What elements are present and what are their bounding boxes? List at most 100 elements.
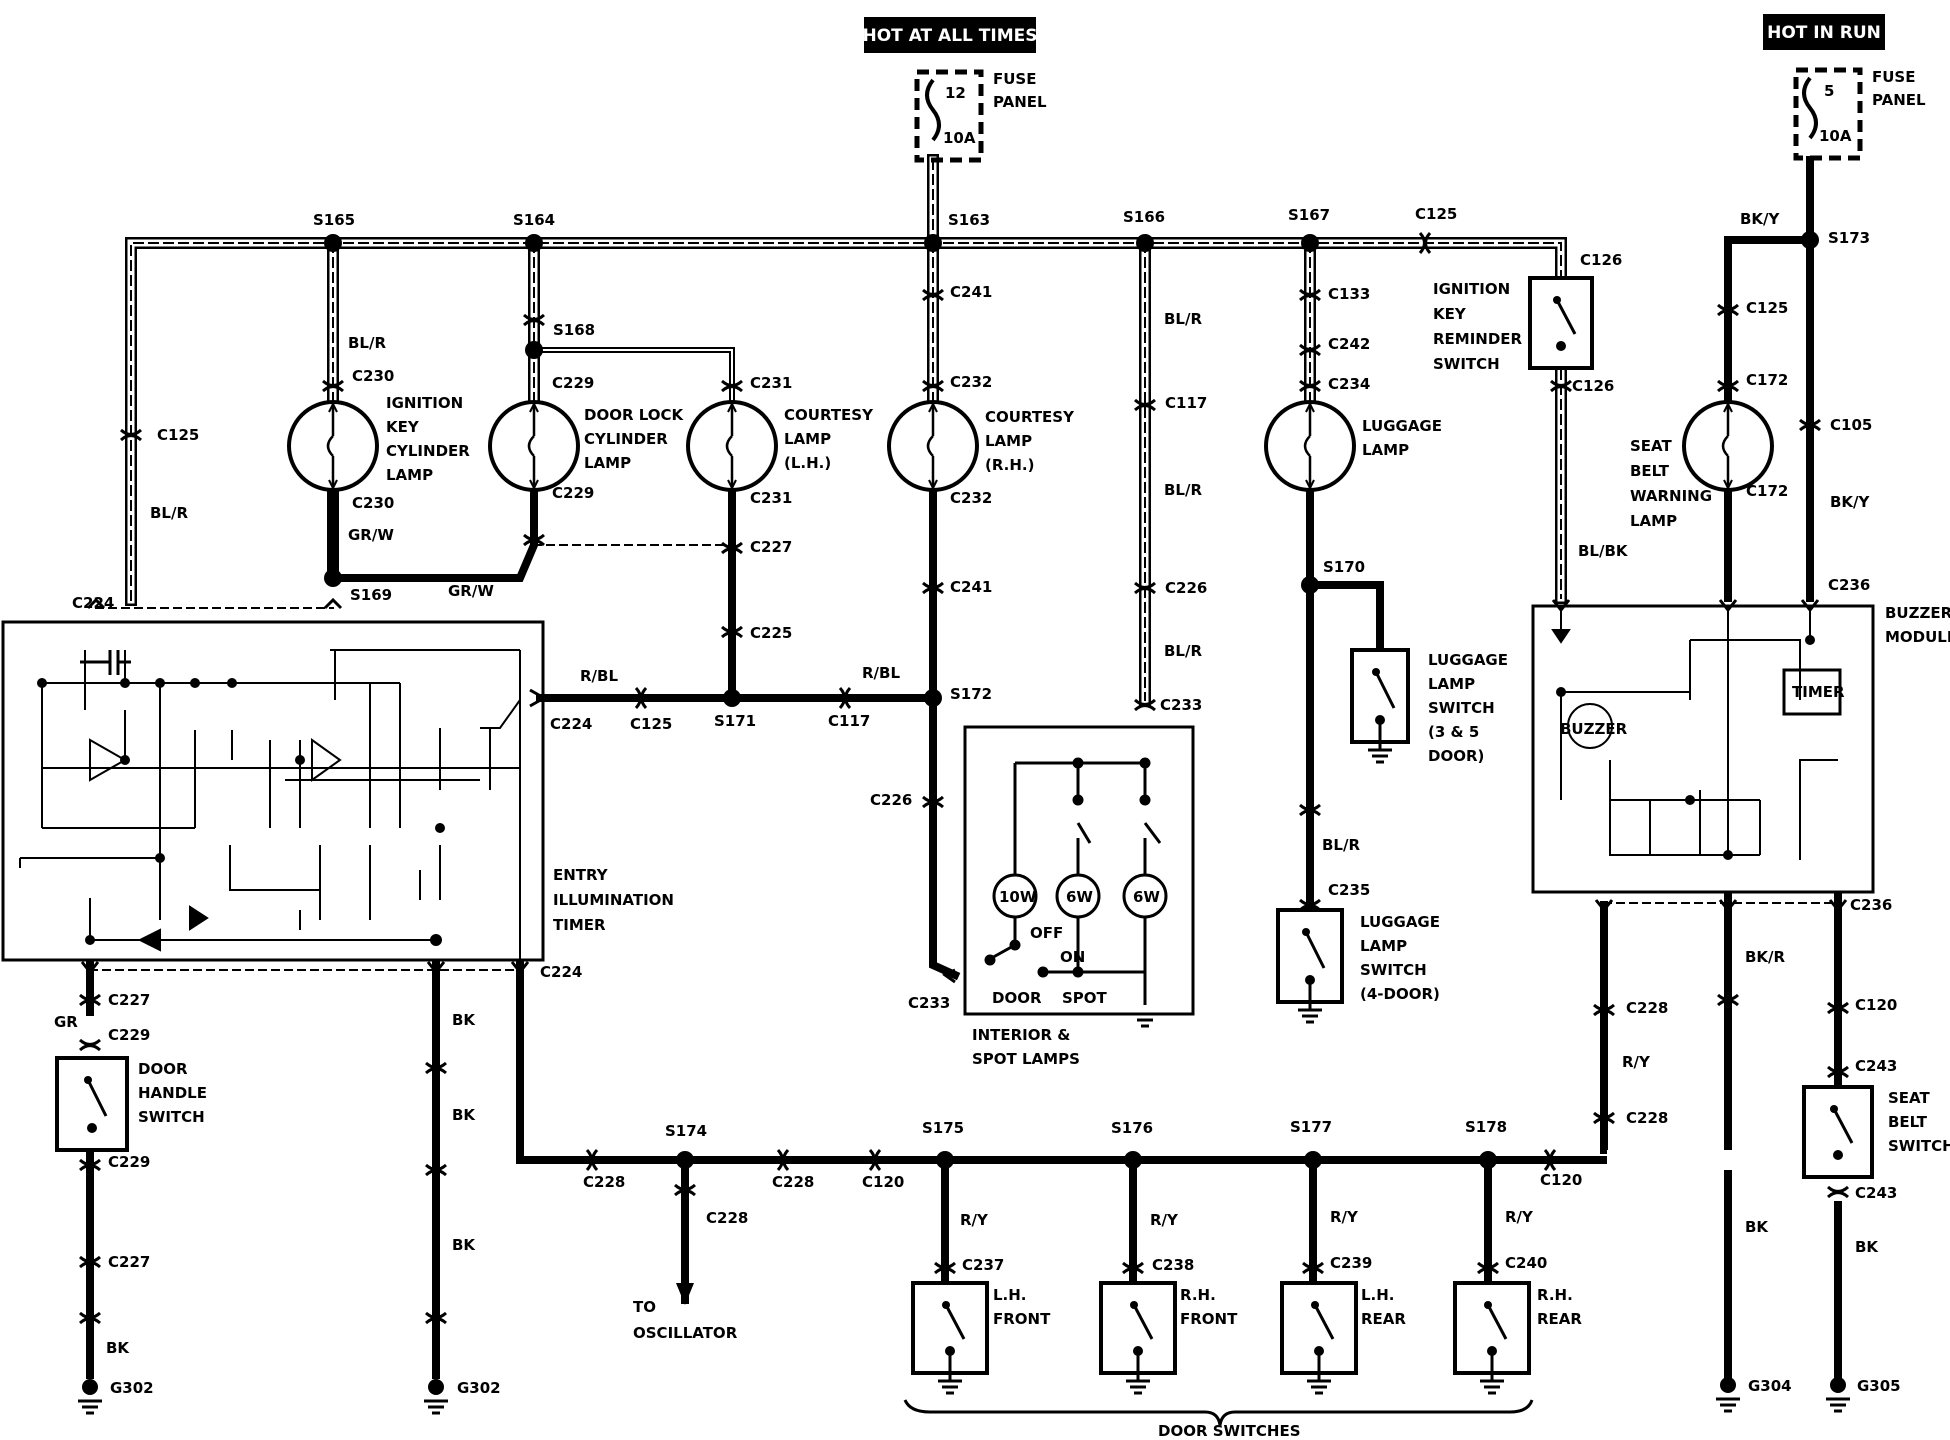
ground-label: G305 (1857, 1377, 1901, 1395)
buzzer-module (1531, 604, 1875, 894)
door-switches-label: DOOR SWITCHES (1158, 1422, 1301, 1440)
connector-label: C125 (1415, 205, 1457, 223)
bulb-10w-label: 10W (999, 888, 1037, 906)
courtesy-lamp-lh-label: (L.H.) (784, 454, 831, 472)
ignition-key-reminder-switch-label: REMINDER (1433, 330, 1523, 348)
door-lock-cylinder-lamp-label: LAMP (584, 454, 631, 472)
luggage-lamp-switch-3-5-label: (3 & 5 (1428, 723, 1479, 741)
splice-label: S177 (1290, 1118, 1332, 1136)
connector-label: C236 (1828, 576, 1870, 594)
connector-label: C237 (962, 1256, 1004, 1274)
switches (55, 276, 1874, 1395)
luggage-lamp-switch-4-door (1276, 908, 1344, 1024)
connector-label: C224 (540, 963, 582, 981)
rh-front-label: FRONT (1180, 1310, 1238, 1328)
connector-label: C242 (1328, 335, 1370, 353)
splice-label: S168 (553, 321, 595, 339)
wire-label: BK (1855, 1238, 1879, 1256)
door-lock-cylinder-lamp-label: CYLINDER (584, 430, 668, 448)
connector-label: C233 (1160, 696, 1202, 714)
rh-rear-label: REAR (1537, 1310, 1582, 1328)
splice-label: S173 (1828, 229, 1870, 247)
hot-in-run-header: HOT IN RUN (1763, 14, 1885, 50)
connector-label: C225 (750, 624, 792, 642)
connector-mark (1133, 398, 1157, 412)
lamp-symbol (686, 400, 778, 492)
wire-label: R/BL (580, 667, 618, 685)
connector-label: C228 (772, 1173, 814, 1191)
splice-dot (924, 234, 942, 252)
connector-label: C238 (1152, 1256, 1194, 1274)
connector-label: C228 (583, 1173, 625, 1191)
wire-label: BL/R (1164, 642, 1202, 660)
connector-label: C172 (1746, 482, 1788, 500)
connector-mark (522, 533, 546, 547)
splice-label: S167 (1288, 206, 1330, 224)
wire-label: BK/R (1745, 948, 1786, 966)
luggage-lamp-switch-4-door-label: (4-DOOR) (1360, 985, 1440, 1003)
connector-label: C229 (552, 374, 594, 392)
ignition-key-reminder-switch (1528, 276, 1594, 370)
connector-label: C126 (1580, 251, 1622, 269)
splice-label: S166 (1123, 208, 1165, 226)
hot-at-all-times-header: HOT AT ALL TIMES (863, 17, 1037, 53)
rh-front-label: R.H. (1180, 1286, 1216, 1304)
splice-dot (676, 1151, 694, 1169)
connector-label: C243 (1855, 1184, 1897, 1202)
connector-label: C230 (352, 367, 394, 385)
connector-label: C224 (72, 594, 114, 612)
splice-dot (1801, 231, 1819, 249)
connector-label: C232 (950, 489, 992, 507)
courtesy-lamp-lh-label: COURTESY (784, 406, 874, 424)
connector-label: C117 (1165, 394, 1207, 412)
connector-label: C229 (108, 1026, 150, 1044)
seat-belt-switch-label: BELT (1888, 1113, 1928, 1131)
wire-label: R/Y (1330, 1208, 1359, 1226)
seat-belt-switch (1802, 1085, 1874, 1179)
lh-front-label: L.H. (993, 1286, 1027, 1304)
wire-label: BK (1745, 1218, 1769, 1236)
timer-label: TIMER (1792, 683, 1845, 701)
door-handle-switch-label: DOOR (138, 1060, 188, 1078)
interior-spot-lamps (963, 725, 1195, 1028)
courtesy-lamp-rh-label: LAMP (985, 432, 1032, 450)
lamp-symbol (1682, 400, 1774, 492)
lh-front-label: FRONT (993, 1310, 1051, 1328)
wire-label: GR/W (448, 582, 494, 600)
connector-label: C117 (828, 712, 870, 730)
wire-label: R/Y (1622, 1053, 1651, 1071)
splice-dot (924, 689, 942, 707)
connector-mark (838, 686, 852, 710)
connector-mark (1298, 343, 1322, 357)
courtesy-lamp-rh-label: COURTESY (985, 408, 1075, 426)
splice-label: S175 (922, 1119, 964, 1137)
splice-label: S174 (665, 1122, 707, 1140)
connector-mark (1716, 303, 1740, 317)
ignition-key-cylinder-lamp-label: LAMP (386, 466, 433, 484)
luggage-lamp-switch-3-5-label: LAMP (1428, 675, 1475, 693)
fuse2: 5 10A FUSE PANEL (1793, 67, 1926, 161)
ignition-key-cylinder-lamp-label: CYLINDER (386, 442, 470, 460)
splice-dot (1301, 576, 1319, 594)
lh-rear-label: L.H. (1361, 1286, 1395, 1304)
connector-mark (1798, 418, 1822, 432)
wire-label: BK/Y (1830, 493, 1871, 511)
connector-mark (522, 313, 546, 327)
connector-label: C234 (1328, 375, 1370, 393)
ground-label: G304 (1748, 1377, 1792, 1395)
lamp-symbol (1264, 400, 1356, 492)
connector-label: C227 (750, 538, 792, 556)
door-handle-switch (55, 1056, 129, 1152)
wire-label: BL/R (1164, 310, 1202, 328)
splice-label: S171 (714, 712, 756, 730)
connector-mark (424, 1061, 448, 1075)
connector-label: C126 (1572, 377, 1614, 395)
connector-label: C229 (552, 484, 594, 502)
connector-mark (1298, 379, 1322, 393)
splice-dot (1301, 234, 1319, 252)
connector-label: C227 (108, 1253, 150, 1271)
entry-illumination-timer-label: ILLUMINATION (553, 891, 674, 909)
ignition-key-cylinder-lamp-label: KEY (386, 418, 420, 436)
ignition-key-reminder-switch-label: IGNITION (1433, 280, 1510, 298)
wire-label: R/Y (1505, 1208, 1534, 1226)
